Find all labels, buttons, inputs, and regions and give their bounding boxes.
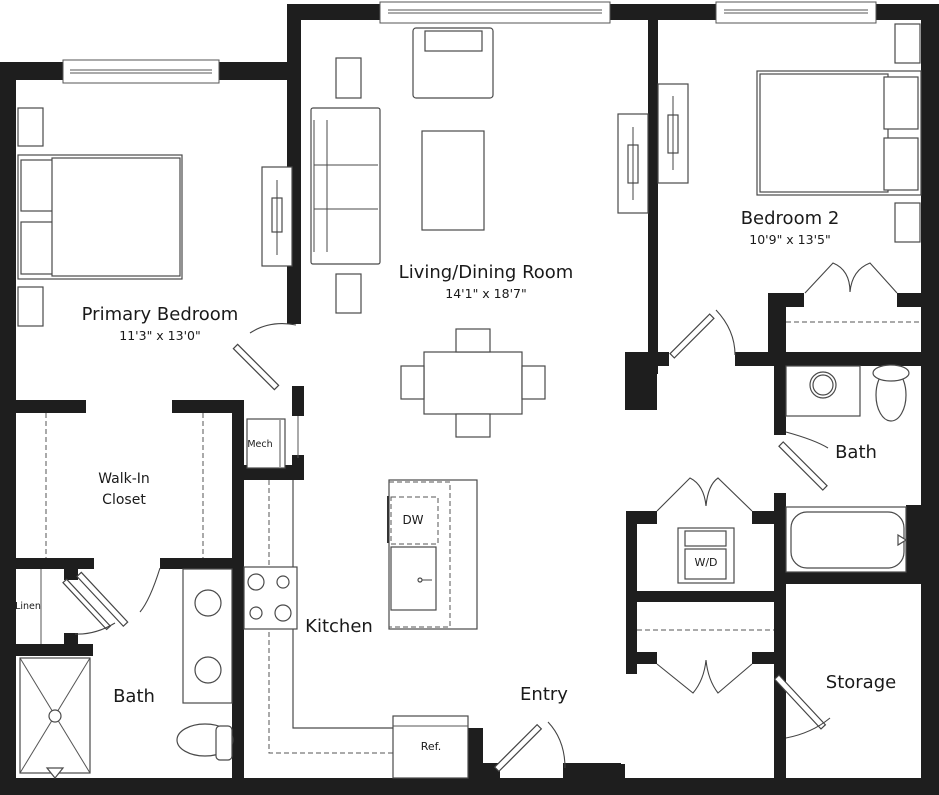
nightstand — [17, 107, 44, 147]
dishwasher-label: DW — [402, 513, 424, 527]
storage-label: Storage — [825, 672, 897, 693]
room-name: Primary Bedroom — [81, 304, 239, 325]
bedroom-2-label: Bedroom 2 10'9" x 13'5" — [741, 210, 840, 247]
room-name: Living/Dining Room — [398, 262, 574, 283]
walk-in-closet-label: Walk-In Closet — [98, 469, 150, 511]
windows — [62, 1, 877, 84]
living-dining-label: Living/Dining Room 14'1" x 18'7" — [399, 264, 574, 301]
kitchen-label: Kitchen — [305, 616, 373, 637]
dining-table — [423, 351, 523, 415]
side-table — [335, 273, 362, 314]
living-room-furniture — [310, 27, 649, 438]
washer-dryer-label: W/D — [694, 556, 718, 569]
closet-fixtures — [40, 413, 299, 644]
refrigerator-label: Ref. — [420, 740, 442, 753]
room-name-line-1: Walk-In — [98, 471, 150, 487]
entry-label: Entry — [520, 684, 568, 705]
doors — [62, 262, 921, 773]
bath-2-fixtures — [677, 364, 910, 584]
sofa — [310, 107, 381, 265]
linen-label: Linen — [15, 601, 41, 612]
primary-bath-fixtures — [19, 568, 234, 779]
walls — [0, 4, 939, 795]
sink — [390, 546, 437, 611]
room-name: Bedroom 2 — [740, 208, 840, 229]
primary-bedroom-label: Primary Bedroom 11'3" x 13'0" — [82, 306, 239, 343]
room-dimensions: 11'3" x 13'0" — [119, 328, 201, 343]
bedroom-2-furniture — [657, 23, 922, 243]
primary-bath-label: Bath — [113, 686, 155, 707]
room-dimensions: 10'9" x 13'5" — [749, 232, 831, 247]
coffee-table — [421, 130, 485, 231]
side-table — [335, 57, 362, 99]
room-name-line-2: Closet — [102, 492, 146, 508]
kitchen-fixtures — [243, 479, 478, 779]
mech-unit — [246, 418, 286, 469]
room-dimensions: 14'1" x 18'7" — [445, 286, 527, 301]
primary-bedroom-furniture — [17, 107, 293, 327]
mech-label: Mech — [247, 439, 273, 450]
nightstand — [17, 286, 44, 327]
bath-2-label: Bath — [835, 442, 877, 463]
